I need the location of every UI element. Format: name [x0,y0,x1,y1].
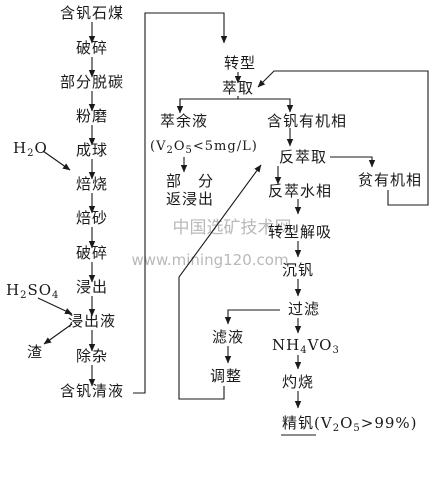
watermark-cn: 中国选矿技术网 [173,218,292,238]
line-adjust-recycle [178,164,262,400]
node-residue: 渣 [27,343,43,361]
node-raffinate-condition: (V2O5<5mg/L) [150,139,258,156]
node-pellet: 成球 [76,141,108,159]
node-leachate: 浸出液 [68,312,116,330]
node-return-leach-line1: 部 分 [166,172,214,190]
node-desorb: 转型解吸 [268,223,332,241]
node-transform: 转型 [224,54,256,72]
node-leach: 浸出 [76,278,108,296]
line-filter-filtrate [224,309,280,325]
node-filter: 过滤 [288,300,320,318]
node-adjust: 调整 [210,367,242,385]
node-lean-organic: 贫有机相 [358,171,422,189]
node-strip: 反萃取 [279,148,327,166]
node-coal: 含钒石煤 [60,4,124,22]
line-extract-split [179,98,294,113]
watermark-url: www.mining120.com [131,251,288,269]
node-loaded-organic: 含钒有机相 [267,112,347,130]
node-purify: 除杂 [76,347,108,365]
arrow-h2o-input [42,150,71,171]
node-crush-2: 破碎 [76,244,108,262]
line-liquor-to-transform [133,12,228,394]
node-filtrate: 滤液 [212,328,244,346]
node-clear-liquor: 含钒清液 [60,382,124,400]
node-crush-1: 破碎 [76,39,108,57]
node-roast: 焙烧 [76,175,108,193]
node-water-input: H2O [13,139,48,159]
arrow-residue-output [43,323,73,345]
line-strip-to-lean [330,156,376,168]
arrow-h2so4-input [37,297,73,315]
node-strip-aqueous: 反萃水相 [268,182,332,200]
node-acid-input: H2SO4 [6,281,59,301]
node-extract: 萃取 [222,79,254,97]
node-calcination: 灼烧 [282,373,314,391]
node-decarb: 部分脱碳 [60,73,124,91]
line-lean-recycle [257,70,429,206]
node-grind: 粉磨 [76,107,108,125]
node-return-leach-line2: 返浸出 [166,190,214,208]
node-product: 精钒(V2O5>99%) [282,414,418,434]
node-precip: 沉钒 [282,261,314,279]
node-calcine: 焙砂 [76,209,108,227]
node-raffinate: 萃余液 [160,112,208,130]
node-nh4vo3: NH4VO3 [272,336,340,356]
